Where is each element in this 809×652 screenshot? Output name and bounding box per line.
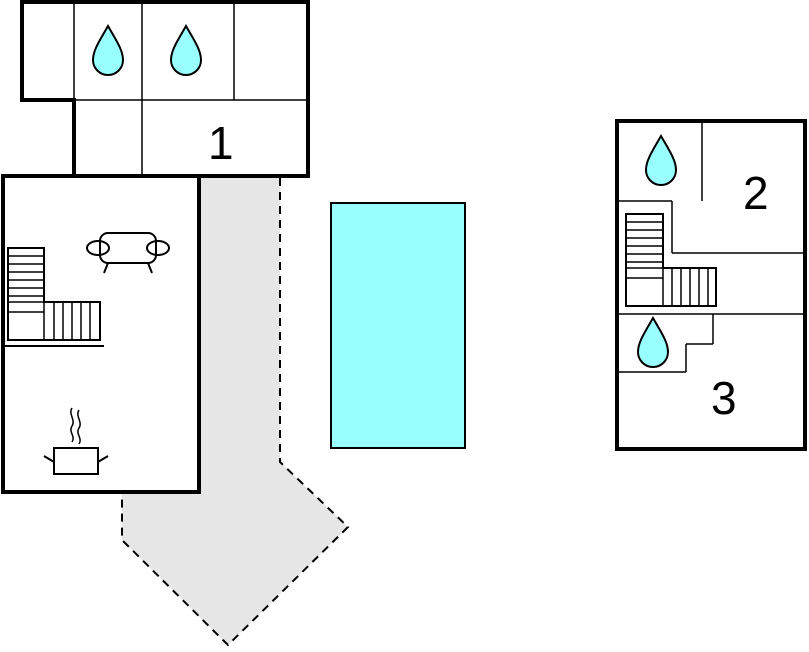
building-2-3: 2 3 <box>615 119 807 451</box>
stairs-icon <box>3 247 104 347</box>
room-number-1: 1 <box>208 117 234 169</box>
sofa-icon <box>86 232 170 274</box>
terrace-area <box>122 175 348 645</box>
room-number-3: 3 <box>711 372 737 424</box>
water-drop-icon <box>91 23 125 76</box>
building-1-upper-wall <box>20 0 310 178</box>
room-number-2: 2 <box>743 167 769 219</box>
building-1-main-room <box>1 174 201 494</box>
stairs-icon <box>625 213 717 307</box>
pool <box>330 202 466 449</box>
water-drop-icon <box>644 133 678 186</box>
cooking-pot-icon <box>43 407 109 475</box>
building-1: 1 <box>1 0 310 494</box>
building-2-3-outer-wall <box>615 119 807 451</box>
terrace-dashed-outline <box>121 178 350 647</box>
water-drop-icon <box>169 23 203 76</box>
water-drop-icon <box>636 315 670 368</box>
